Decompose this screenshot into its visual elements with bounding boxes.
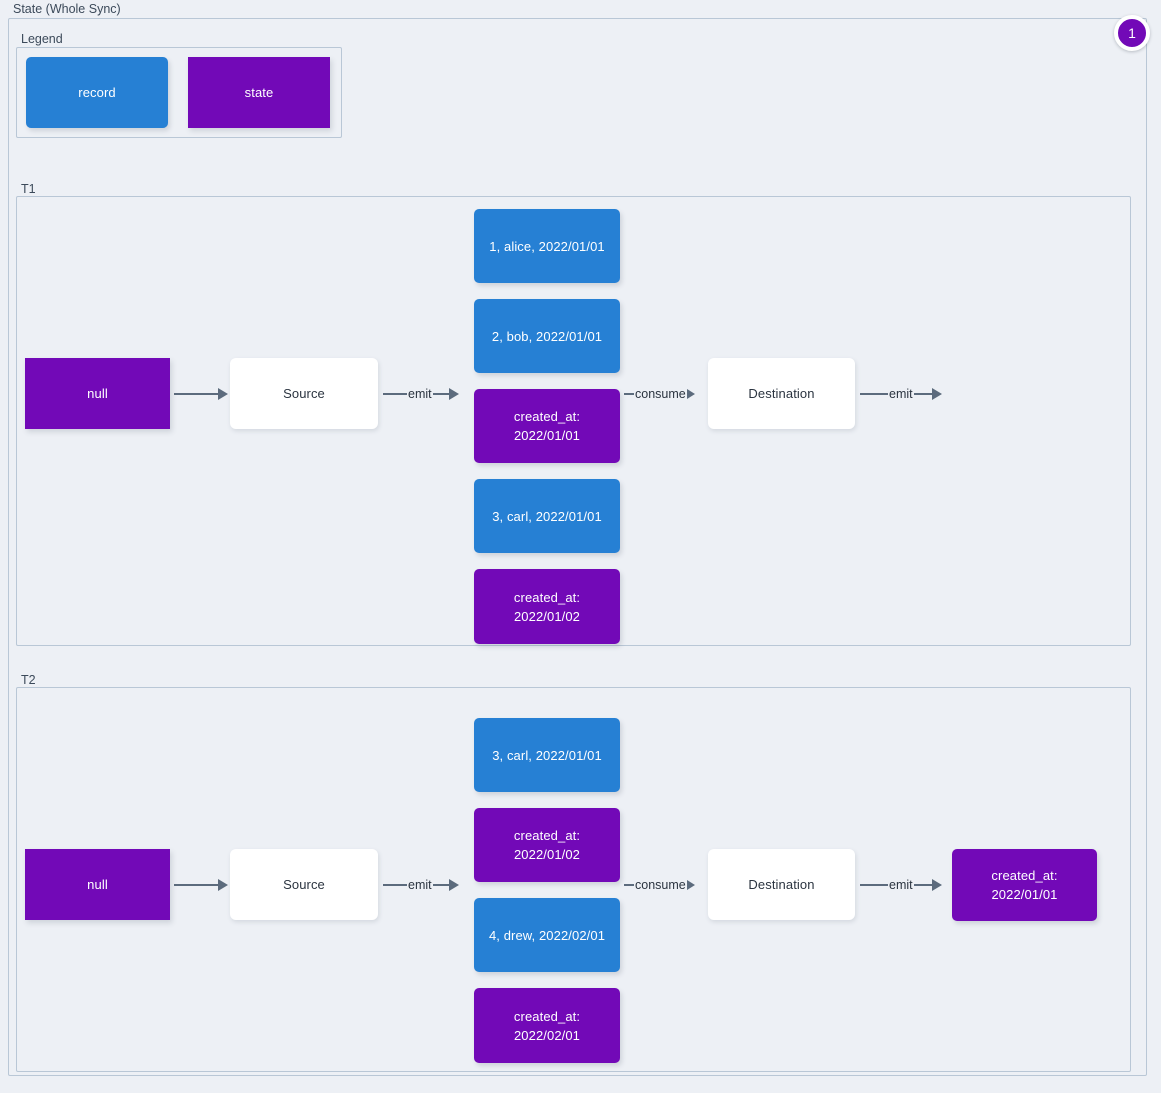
t2-edge-state-to-source: [174, 876, 228, 894]
t2-edge-dest-emit: emit: [860, 876, 942, 894]
t2-stream-state-1: created_at: 2022/01/02: [474, 808, 620, 882]
t1-stream-record-3: 3, carl, 2022/01/01: [474, 479, 620, 553]
t1-stream-state-2: created_at: 2022/01/02: [474, 569, 620, 644]
t1-edge-dest-consume: consume: [624, 385, 695, 403]
t1-edge-dest-consume-label: consume: [635, 387, 686, 401]
timeline-title-t1: T1: [18, 182, 39, 196]
t2-output-state-node: created_at: 2022/01/01: [952, 849, 1097, 921]
t2-destination-node: Destination: [708, 849, 855, 920]
t1-initial-state-node: null: [25, 358, 170, 429]
page-title: State (Whole Sync): [10, 2, 124, 16]
t1-destination-node: Destination: [708, 358, 855, 429]
t1-edge-source-emit-label: emit: [408, 387, 432, 401]
t1-stream-record-1: 1, alice, 2022/01/01: [474, 209, 620, 283]
legend-swatch-record: record: [26, 57, 168, 128]
t2-edge-dest-consume-label: consume: [635, 878, 686, 892]
t1-edge-state-to-source: [174, 385, 228, 403]
t2-edge-source-emit-label: emit: [408, 878, 432, 892]
t1-source-node: Source: [230, 358, 378, 429]
t1-edge-dest-emit: emit: [860, 385, 942, 403]
t2-stream-record-1: 3, carl, 2022/01/01: [474, 718, 620, 792]
t2-stream-state-2: created_at: 2022/02/01: [474, 988, 620, 1063]
t1-stream-state-1: created_at: 2022/01/01: [474, 389, 620, 463]
t2-edge-dest-consume: consume: [624, 876, 695, 894]
step-badge: 1: [1114, 15, 1150, 51]
t1-edge-dest-emit-label: emit: [889, 387, 913, 401]
t2-edge-source-emit: emit: [383, 876, 459, 894]
t1-stream-record-2: 2, bob, 2022/01/01: [474, 299, 620, 373]
t2-edge-dest-emit-label: emit: [889, 878, 913, 892]
legend-swatch-state: state: [188, 57, 330, 128]
t1-edge-source-emit: emit: [383, 385, 459, 403]
t2-initial-state-node: null: [25, 849, 170, 920]
legend-title: Legend: [18, 32, 66, 46]
t2-source-node: Source: [230, 849, 378, 920]
t2-stream-record-2: 4, drew, 2022/02/01: [474, 898, 620, 972]
timeline-title-t2: T2: [18, 673, 39, 687]
